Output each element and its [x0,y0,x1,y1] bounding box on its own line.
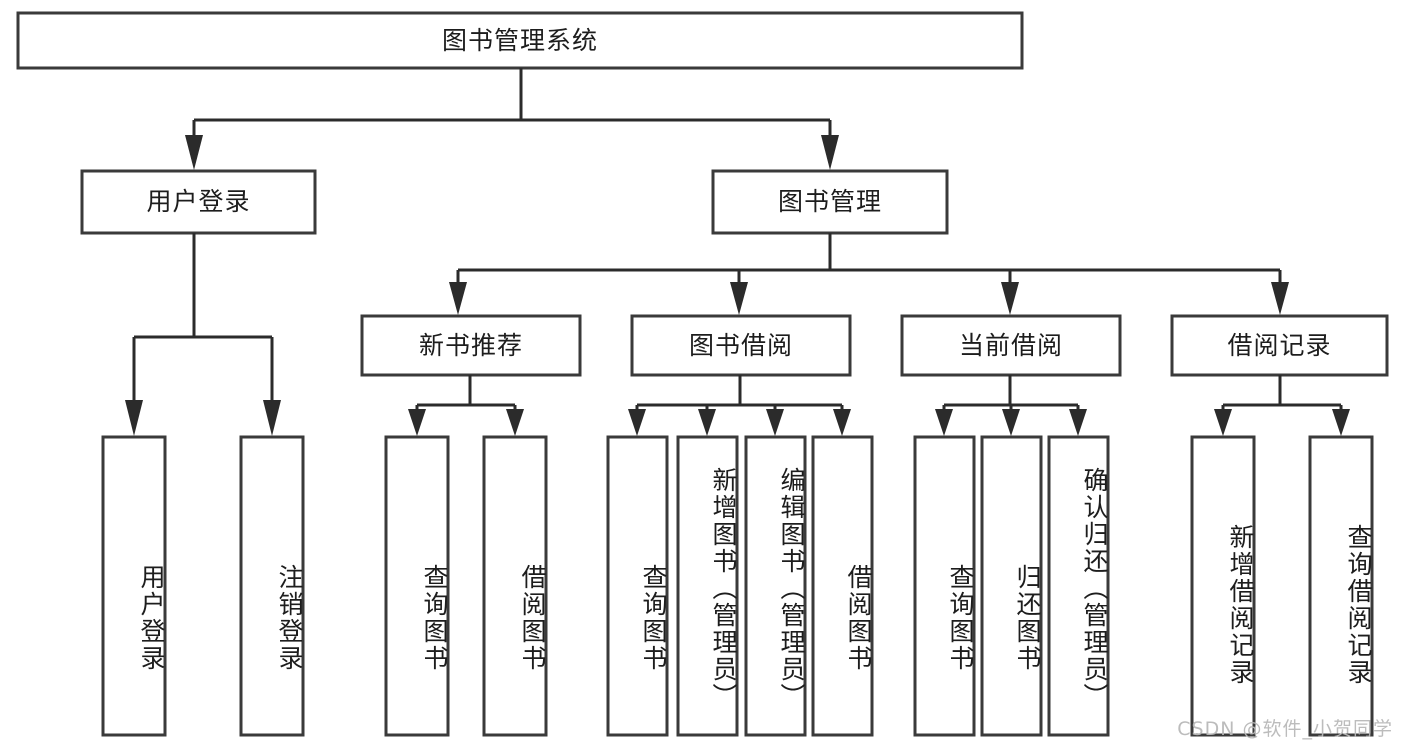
node-box-borrow-record[interactable] [1170,314,1389,377]
arrow-head-new-book-recommend [449,282,467,315]
arrow-head-current-borrow [1001,282,1019,315]
node-box-current-borrow[interactable] [900,314,1122,377]
arrow-head-leaf-user-login [125,400,143,436]
arrow-head-leaf-add-borrow-record [1214,409,1232,436]
node-box-leaf-user-login[interactable] [101,435,167,737]
node-box-leaf-add-book-admin[interactable] [676,435,739,737]
arrow-head-borrow-record [1271,282,1289,315]
arrow-head-user-login [185,135,203,170]
arrow-head-leaf-query-book-1 [408,409,426,436]
node-box-leaf-borrow-book-1[interactable] [482,435,548,737]
arrow-head-leaf-logout [263,400,281,436]
arrow-head-leaf-add-book-admin [698,409,716,436]
node-box-leaf-borrow-book-2[interactable] [811,435,874,737]
arrow-head-leaf-query-borrow-record [1332,409,1350,436]
node-box-book-management[interactable] [711,169,949,235]
node-box-leaf-query-book-1[interactable] [384,435,450,737]
arrow-head-leaf-query-book-3 [935,409,953,436]
node-box-book-borrow[interactable] [630,314,852,377]
node-box-leaf-query-book-3[interactable] [913,435,976,737]
node-box-leaf-query-book-2[interactable] [606,435,669,737]
arrow-head-leaf-query-book-2 [628,409,646,436]
node-box-user-login[interactable] [80,169,317,235]
arrow-head-book-management [821,135,839,170]
node-box-new-book-recommend[interactable] [360,314,582,377]
node-box-leaf-query-borrow-record[interactable] [1308,435,1374,737]
node-box-root[interactable] [16,11,1024,70]
arrow-head-leaf-borrow-book-1 [506,409,524,436]
arrow-head-leaf-confirm-return-admin [1069,409,1087,436]
arrow-head-leaf-return-book [1002,409,1020,436]
node-box-leaf-edit-book-admin[interactable] [744,435,807,737]
node-box-leaf-confirm-return-admin[interactable] [1047,435,1110,737]
arrow-head-book-borrow [730,282,748,315]
node-box-leaf-logout[interactable] [239,435,305,737]
arrow-head-leaf-borrow-book-2 [833,409,851,436]
node-box-leaf-return-book[interactable] [980,435,1043,737]
node-box-leaf-add-borrow-record[interactable] [1190,435,1256,737]
arrow-head-leaf-edit-book-admin [766,409,784,436]
